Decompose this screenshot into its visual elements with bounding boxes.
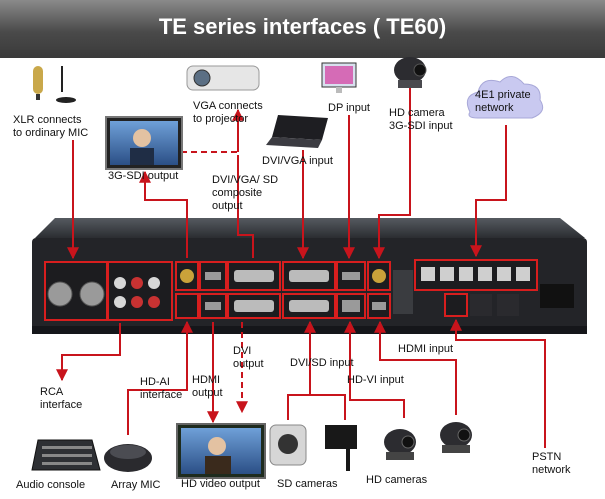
hdmi-output-label-line: output [192, 387, 223, 399]
pstn-label-line: PSTN [532, 451, 562, 463]
hd-camera-sdi-label-line: HD camera [389, 107, 445, 119]
dvi-output-label-line: DVI [233, 345, 252, 357]
e1-network-label-line: network [475, 102, 514, 114]
tv-screen-icon [176, 423, 266, 479]
hd-ai-label-line: interface [140, 389, 183, 401]
rca-label: RCA interface [40, 386, 82, 412]
dvi-vga-sd-output-label-line: composite [212, 187, 263, 199]
hd-video-output-label: HD video output [181, 478, 260, 490]
title-bar: TE series interfaces ( TE60) [0, 0, 605, 58]
dvi-sd-input-label: DVI/SD input [290, 357, 354, 369]
sdi-output-label: 3G-SDI output [108, 170, 179, 182]
hd-ai-label: HD-AI interface [140, 376, 182, 402]
vga-label-line: to projector [193, 113, 249, 125]
dvi-vga-sd-output-label: DVI/VGA/ SD composite output [212, 174, 278, 213]
sd-cameras-label: SD cameras [277, 478, 338, 490]
dvi-vga-sd-output-label-line: output [212, 200, 243, 212]
vga-label-line: VGA connects [193, 100, 263, 112]
e1-network-label: 4E1 private network [475, 89, 531, 115]
cloud-icon [466, 76, 544, 119]
microphone-icon [33, 66, 76, 103]
dvi-vga-sd-output-label-line: DVI/VGA/ SD [212, 174, 279, 186]
dvi-vga-input-label: DVI/VGA input [262, 155, 333, 167]
pstn-label: PSTN network [532, 451, 571, 477]
ptz-camera-icon [394, 57, 427, 88]
laptop-icon [266, 115, 328, 148]
connector-arrows [56, 88, 546, 448]
xlr-label-line: to ordinary MIC [13, 127, 89, 139]
audio-console-label: Audio console [16, 479, 86, 491]
dp-input-label: DP input [328, 102, 370, 114]
hdmi-input-label: HDMI input [398, 343, 454, 355]
dvi-output-label: DVI output [233, 345, 264, 371]
hd-cameras-label: HD cameras [366, 474, 428, 486]
xlr-label: XLR connects to ordinary MIC [13, 114, 88, 140]
array-mic-label: Array MIC [111, 479, 161, 491]
xlr-label-line: XLR connects [13, 114, 82, 126]
hd-camera-sdi-label-line: 3G-SDI input [389, 120, 453, 132]
rca-label-line: interface [40, 399, 83, 411]
dvi-output-label-line: output [233, 358, 264, 370]
codec-device [32, 218, 587, 334]
tv-screen-icon [105, 116, 183, 170]
sd-camera-icon [269, 424, 357, 471]
rca-label-line: RCA [40, 386, 64, 398]
array-mic-icon [104, 444, 152, 472]
hdmi-output-label: HDMI output [192, 374, 223, 400]
monitor-icon [321, 62, 357, 93]
hd-ai-label-line: HD-AI [140, 376, 170, 388]
hd-camera-icon [384, 422, 472, 460]
e1-network-label-line: 4E1 private [475, 89, 531, 101]
pstn-label-line: network [532, 464, 571, 476]
projector-icon [186, 65, 260, 91]
hdmi-output-label-line: HDMI [192, 374, 221, 386]
hd-vi-input-label: HD-VI input [347, 374, 404, 386]
vga-label: VGA connects to projector [193, 100, 263, 126]
hd-camera-sdi-label: HD camera 3G-SDI input [389, 107, 453, 133]
audio-console-icon [31, 439, 101, 471]
page-title: TE series interfaces ( TE60) [158, 14, 447, 39]
